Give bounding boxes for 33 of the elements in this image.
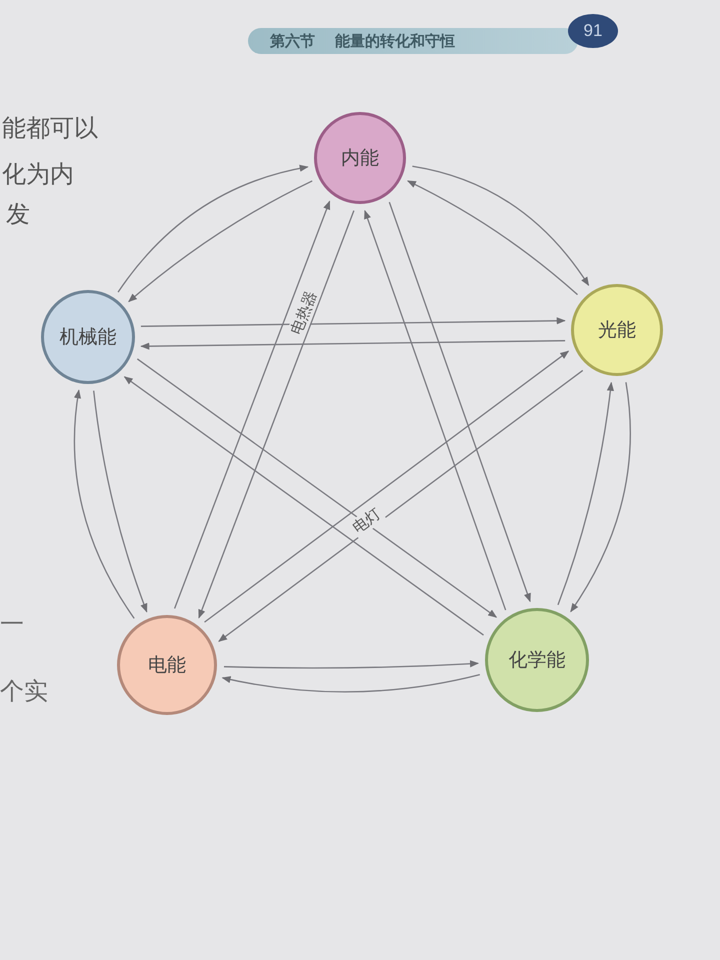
arrow — [222, 674, 480, 692]
arrow — [388, 202, 531, 602]
arrow — [570, 382, 631, 612]
body-text: 一 — [0, 609, 24, 640]
arrow — [136, 358, 498, 618]
node-label: 光能 — [598, 318, 636, 343]
node-label: 电能 — [148, 653, 186, 678]
node-label: 机械能 — [60, 325, 116, 350]
body-text: 能都可以 — [2, 113, 98, 144]
arrow — [412, 166, 590, 286]
header-text: 第六节 — [270, 32, 315, 51]
arrow — [174, 200, 330, 609]
arrow — [124, 376, 484, 636]
arrow — [140, 317, 566, 327]
body-text: 发 — [6, 199, 30, 230]
arrow — [406, 180, 578, 296]
node-label: 化学能 — [508, 648, 566, 673]
arrow — [557, 382, 614, 606]
arrow — [218, 370, 584, 642]
arrow — [364, 210, 506, 610]
arrow — [118, 164, 309, 293]
arrow — [198, 210, 354, 619]
body-text: 化为内 — [2, 159, 74, 190]
arrow — [224, 660, 479, 669]
header-text: 能量的转化和守恒 — [335, 32, 455, 51]
arrow — [204, 350, 570, 623]
node-label: 内能 — [341, 146, 379, 171]
page-number: 91 — [584, 21, 602, 41]
arrow — [128, 180, 312, 302]
arrow — [140, 340, 566, 350]
body-text: 个实 — [0, 676, 48, 707]
arrow — [74, 389, 135, 619]
arrow — [93, 390, 148, 613]
